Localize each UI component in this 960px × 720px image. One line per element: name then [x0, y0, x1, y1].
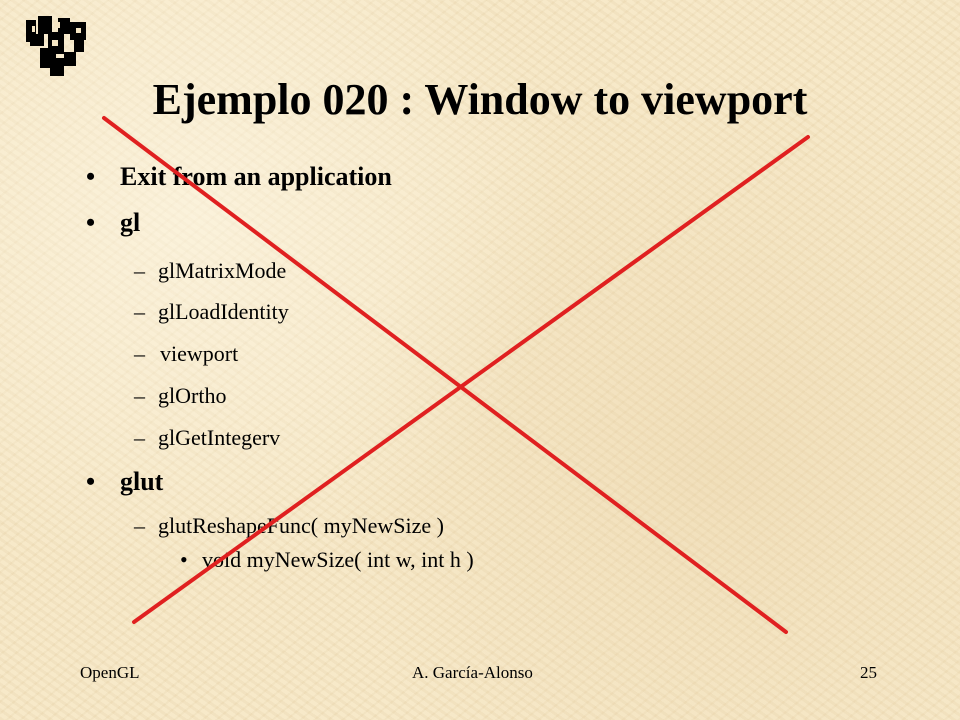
- footer-center: A. García-Alonso: [412, 663, 533, 682]
- subitem-text: viewport: [160, 341, 239, 366]
- bullet-exit-text: Exit from an application: [120, 162, 392, 191]
- subitem-text: glMatrixMode: [158, 258, 287, 283]
- bullet-marker: •: [86, 162, 96, 191]
- bullet-gl-text: gl: [120, 208, 141, 237]
- footer-left: OpenGL: [80, 663, 140, 682]
- slide-title: Ejemplo 020 : Window to viewport: [152, 75, 808, 124]
- subitem-text: glutReshapeFunc( myNewSize ): [158, 513, 444, 538]
- bullet-marker: •: [86, 467, 96, 496]
- university-logo-icon: [26, 16, 86, 76]
- dash-marker: –: [134, 383, 145, 408]
- dash-marker: –: [134, 513, 145, 538]
- subitem-text: glGetIntegerv: [158, 425, 281, 450]
- dash-marker: –: [134, 258, 145, 283]
- footer-page-number: 25: [860, 663, 877, 682]
- dash-marker: –: [134, 299, 145, 324]
- subitem-text: glLoadIdentity: [158, 299, 289, 324]
- bullet-glut-text: glut: [120, 467, 164, 496]
- bullet-marker: •: [86, 208, 96, 237]
- dash-marker: –: [134, 341, 145, 366]
- bullet-marker: •: [180, 547, 188, 572]
- subsubitem-text: void myNewSize( int w, int h ): [202, 547, 474, 572]
- subitem-text: glOrtho: [158, 383, 227, 408]
- dash-marker: –: [134, 425, 145, 450]
